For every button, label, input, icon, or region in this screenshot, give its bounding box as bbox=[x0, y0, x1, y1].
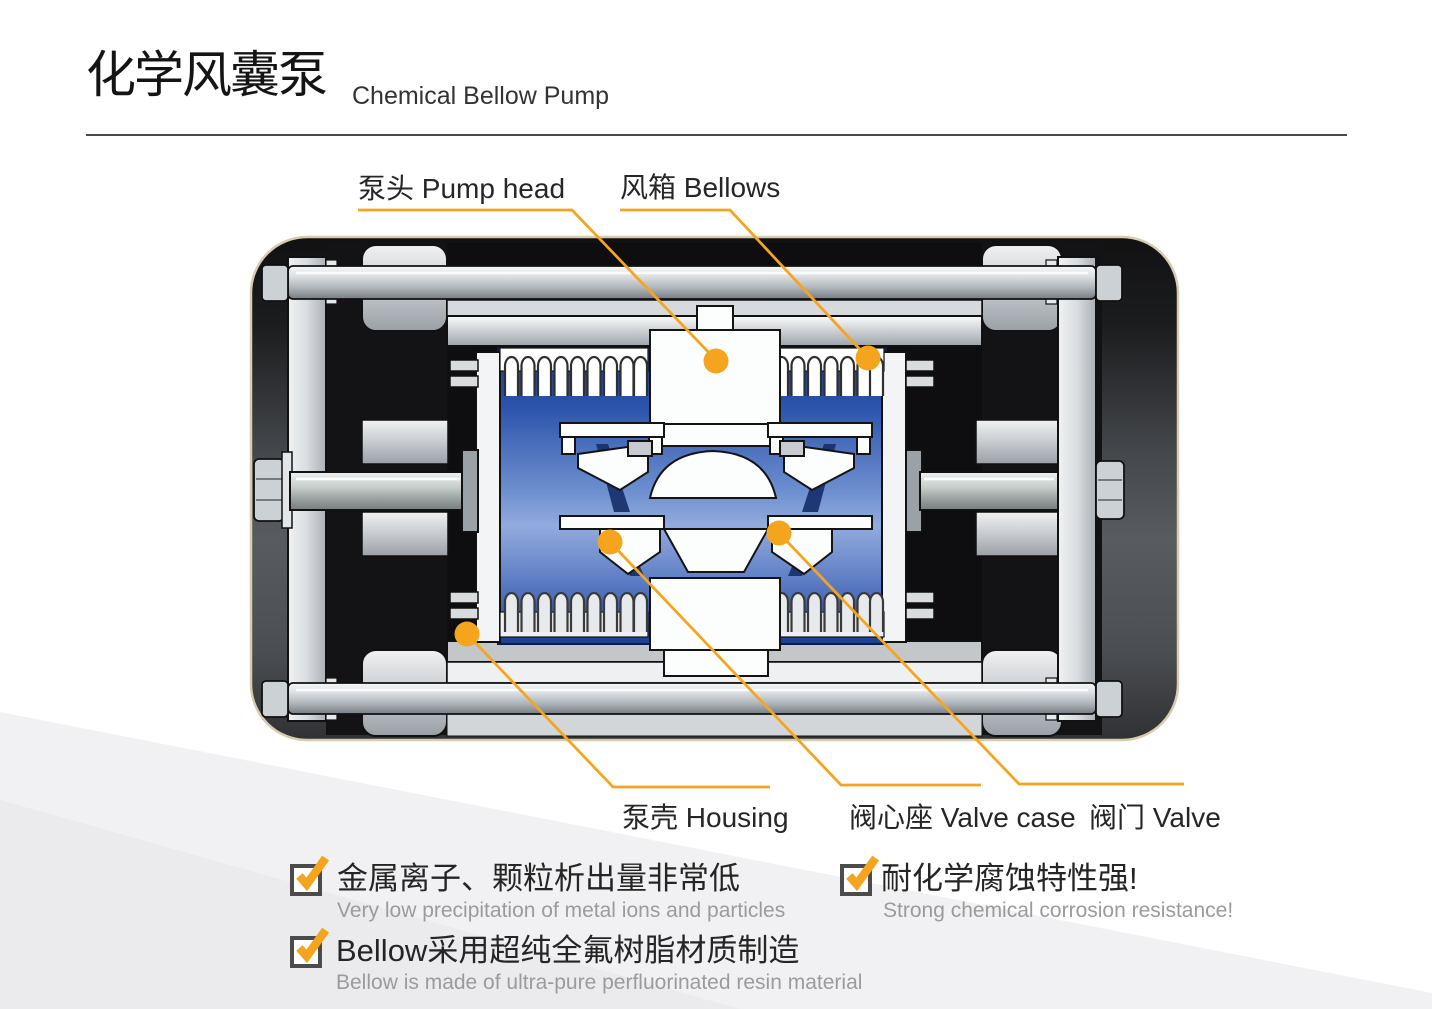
feature-1-en: Very low precipitation of metal ions and… bbox=[337, 899, 786, 922]
check-icon bbox=[846, 855, 880, 892]
feature-1-zh: 金属离子、颗粒析出量非常低 bbox=[337, 861, 740, 896]
feature-2-en: Strong chemical corrosion resistance! bbox=[883, 899, 1234, 922]
label-pump-head: 泵头 Pump head bbox=[358, 173, 566, 204]
page-title-zh: 化学风囊泵 bbox=[86, 47, 328, 103]
feature-checkbox-2 bbox=[840, 855, 880, 896]
housing-frame bbox=[446, 299, 983, 737]
right-end-plate bbox=[1057, 256, 1097, 722]
label-valve-case: 阀心座 Valve case bbox=[849, 802, 1076, 833]
tie-rods bbox=[253, 264, 1125, 718]
leader-lines bbox=[358, 208, 1184, 789]
check-icon bbox=[296, 855, 330, 892]
bellows bbox=[449, 347, 935, 638]
check-icon bbox=[296, 927, 330, 964]
shaft bbox=[281, 449, 1059, 533]
title-divider bbox=[86, 134, 1347, 136]
feature-3-en: Bellow is made of ultra-pure perfluorina… bbox=[336, 971, 863, 994]
feature-checkbox-1 bbox=[290, 855, 330, 896]
label-bellows: 风箱 Bellows bbox=[620, 172, 781, 203]
feature-checkbox-3 bbox=[290, 927, 330, 968]
feature-3-zh: Bellow采用超纯全氟树脂材质制造 bbox=[336, 933, 800, 968]
page-title-en: Chemical Bellow Pump bbox=[352, 82, 610, 110]
leader-dots bbox=[454, 345, 881, 647]
feature-2-zh: 耐化学腐蚀特性强! bbox=[881, 861, 1138, 896]
label-valve: 阀门 Valve bbox=[1089, 802, 1221, 833]
label-housing: 泵壳 Housing bbox=[622, 802, 789, 833]
